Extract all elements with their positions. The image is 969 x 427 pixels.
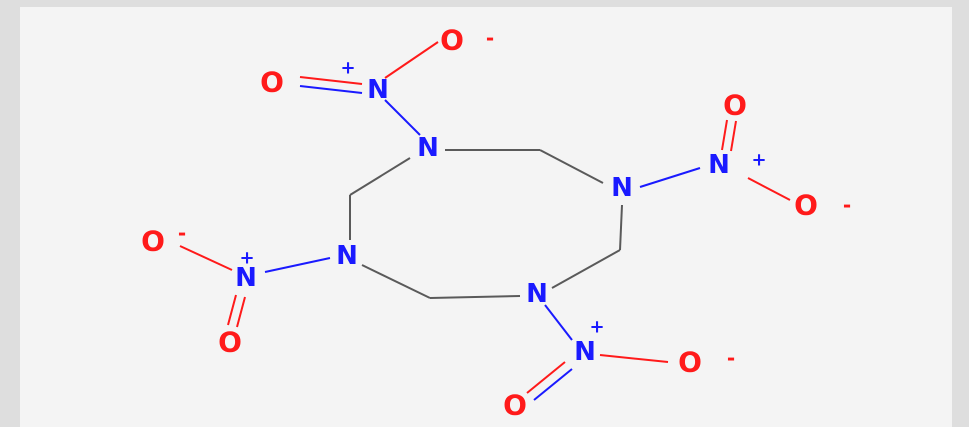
bond-n3-nb [544, 304, 573, 341]
atom-o-left-minus: O [141, 225, 165, 258]
charge-minus-bottom: - [727, 346, 735, 370]
charge-plus-top: + [340, 58, 355, 79]
charge-minus-right: - [843, 193, 851, 217]
bond-nt-ot2-a [299, 76, 363, 85]
bond-nr-or1-a [721, 119, 728, 151]
atom-nitro-n-top: N [367, 75, 389, 105]
atom-o-bottom-double: O [503, 389, 527, 422]
bond-n2-c2 [619, 204, 623, 251]
charge-plus-right: + [751, 150, 766, 171]
bond-c2-n3 [551, 249, 621, 289]
bond-nt-ot2-b [299, 85, 363, 94]
atom-n3: N [526, 279, 548, 309]
structure-panel [20, 7, 952, 427]
atom-o-left-double: O [218, 326, 242, 359]
atom-o-bottom-minus: O [678, 346, 702, 379]
atom-n1: N [417, 133, 439, 163]
atom-o-top-minus: O [440, 24, 464, 57]
bond-n1-nt [384, 99, 421, 136]
n-o-bonds [179, 41, 791, 401]
bond-nb-ob2-a [526, 361, 566, 394]
bond-nl-ol1 [179, 245, 233, 271]
bond-nt-ot1 [384, 41, 439, 79]
bond-nb-ob2-b [533, 368, 573, 401]
atom-nitro-n-bottom: N [574, 337, 596, 367]
bond-nl-ol2-a [227, 294, 237, 326]
bond-nb-ob1 [599, 354, 669, 363]
charge-plus-left: + [239, 248, 254, 269]
bond-nl-ol2-b [236, 296, 246, 328]
charge-plus-bottom: + [589, 317, 604, 338]
charge-minus-top: - [486, 26, 494, 50]
atom-nitro-n-right: N [708, 150, 730, 180]
ring-bonds [349, 149, 623, 299]
atom-n4: N [336, 241, 358, 271]
atom-o-top-double: O [260, 66, 284, 99]
bond-nr-or1-b [730, 120, 737, 152]
atom-n2: N [611, 173, 633, 203]
bond-nr-or2 [747, 177, 791, 201]
bond-n3-c3 [429, 295, 521, 299]
bond-c3-n4 [361, 264, 431, 299]
bond-n2-nr [639, 167, 701, 188]
n-n-bonds [264, 99, 701, 341]
bond-n4-nl [264, 257, 331, 273]
charge-minus-left: - [178, 221, 186, 245]
atom-o-right-minus: O [794, 189, 818, 222]
atom-o-right-double: O [723, 89, 747, 122]
bond-c1-n2 [539, 149, 604, 184]
atom-labels: N N N N N N N N + + + + O - O O O - O - … [141, 24, 851, 422]
atom-nitro-n-left: N [235, 263, 257, 293]
bond-c4-n1 [349, 157, 411, 196]
